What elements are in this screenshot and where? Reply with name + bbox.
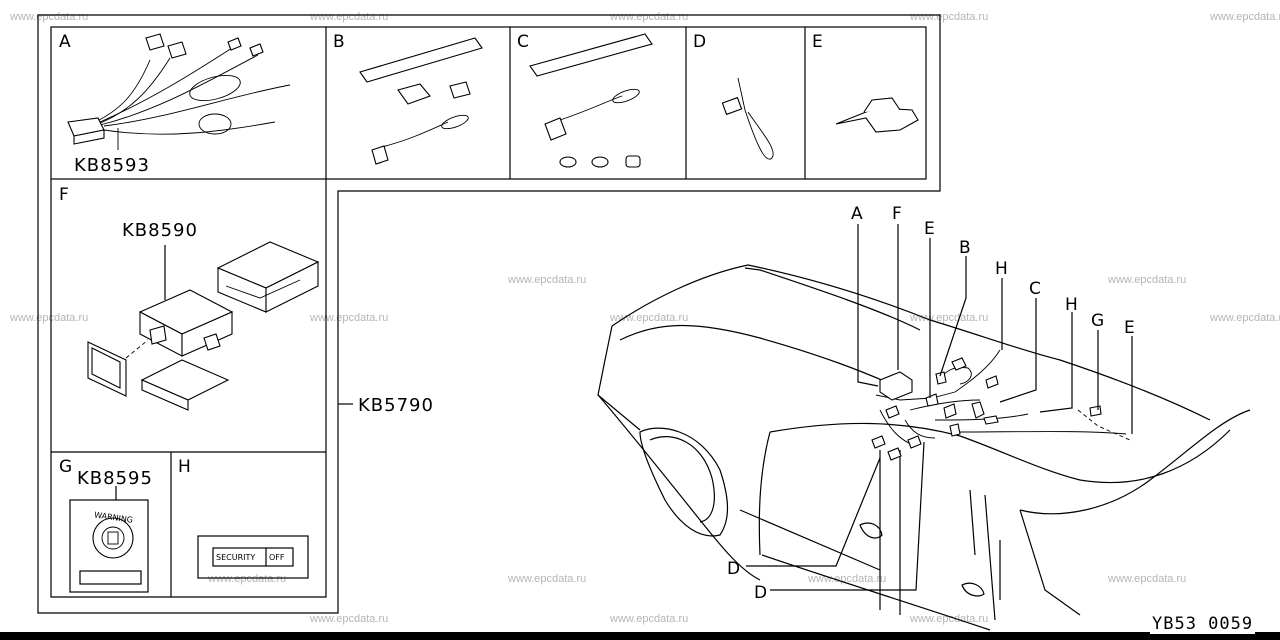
watermark: www.epcdata.ru — [207, 573, 286, 585]
off-label: OFF — [269, 553, 285, 562]
panel-letter-c: C — [517, 32, 529, 52]
panel-letter-d: D — [693, 32, 706, 52]
panel-c-illustration — [529, 33, 653, 168]
panel-letter-g: G — [59, 457, 72, 477]
diagram-reference: YB53 0059 — [1150, 614, 1256, 634]
panel-letter-h: H — [178, 457, 191, 477]
part-number-kb8593: KB8593 — [74, 155, 150, 176]
watermark: www.epcdata.ru — [909, 312, 988, 324]
part-number-kb8590: KB8590 — [122, 220, 198, 241]
panel-b-illustration — [359, 37, 483, 165]
watermark: www.epcdata.ru — [309, 613, 388, 625]
watermarks: www.epcdata.ru www.epcdata.ru www.epcdat… — [9, 11, 1280, 625]
watermark: www.epcdata.ru — [309, 312, 388, 324]
watermark: www.epcdata.ru — [909, 613, 988, 625]
watermark: www.epcdata.ru — [1107, 573, 1186, 585]
kit-frame — [37, 14, 941, 614]
control-unit-illustration — [87, 241, 320, 411]
callout-c: C — [1029, 279, 1041, 299]
callout-leaders — [746, 224, 1133, 591]
callout-d-2: D — [754, 583, 767, 603]
wiring-harness-illustration — [67, 33, 291, 150]
panel-letter-a: A — [59, 32, 71, 52]
part-number-kb5790: KB5790 — [358, 395, 434, 416]
installed-wiring — [871, 349, 1131, 461]
callout-a: A — [851, 204, 863, 224]
clip-icon — [835, 97, 919, 133]
watermark: www.epcdata.ru — [9, 312, 88, 324]
watermark: www.epcdata.ru — [507, 573, 586, 585]
watermark: www.epcdata.ru — [1209, 312, 1280, 324]
panel-letter-b: B — [333, 32, 345, 52]
watermark: www.epcdata.ru — [609, 613, 688, 625]
callout-g: G — [1091, 311, 1104, 331]
watermark: www.epcdata.ru — [507, 274, 586, 286]
security-label: SECURITY — [216, 553, 255, 562]
watermark: www.epcdata.ru — [1107, 274, 1186, 286]
part-number-kb8595: KB8595 — [77, 468, 153, 489]
security-switch: SECURITY OFF — [197, 535, 309, 579]
bottom-bar — [0, 632, 1280, 640]
warning-badge-illustration: WARNING — [69, 486, 149, 593]
callout-e: E — [924, 219, 935, 239]
parts-grid — [50, 26, 927, 598]
cable-tie-icon — [721, 77, 774, 160]
callout-f: F — [892, 204, 902, 224]
panel-letter-f: F — [59, 185, 69, 205]
watermark: www.epcdata.ru — [309, 11, 388, 23]
watermark: www.epcdata.ru — [909, 11, 988, 23]
watermark: www.epcdata.ru — [609, 11, 688, 23]
watermark: www.epcdata.ru — [1209, 11, 1280, 23]
callout-h-2: H — [1065, 295, 1078, 315]
callout-e-2: E — [1124, 318, 1135, 338]
callout-h: H — [995, 259, 1008, 279]
watermark: www.epcdata.ru — [9, 11, 88, 23]
watermark: www.epcdata.ru — [609, 312, 688, 324]
panel-letter-e: E — [812, 32, 823, 52]
callout-d: D — [727, 559, 740, 579]
callout-b: B — [959, 238, 971, 258]
